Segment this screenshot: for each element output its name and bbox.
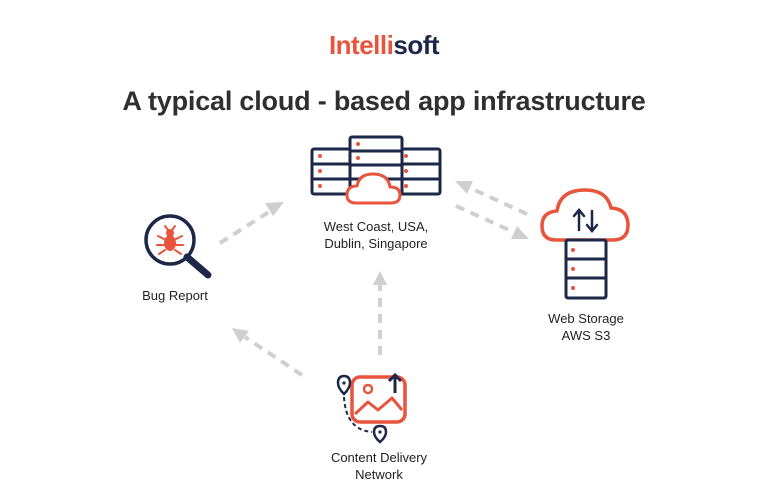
- servers-label: West Coast, USA, Dublin, Singapore: [296, 218, 456, 252]
- arrow-bug-to-servers: [218, 208, 274, 245]
- cdn-label-line1: Content Delivery: [330, 450, 428, 465]
- arrow-heads: [232, 181, 529, 343]
- arrow-servers-to-storage: [455, 204, 517, 235]
- server-led-dots: [318, 142, 408, 188]
- cdn-label-line2: Network: [355, 467, 403, 482]
- connector-arrows: [218, 185, 528, 377]
- bug-report-label: Bug Report: [142, 288, 208, 303]
- brand-logo-part2: soft: [393, 30, 440, 60]
- bug-report-icon: [144, 214, 212, 279]
- web-storage-label-line2: AWS S3: [561, 328, 611, 343]
- arrowhead-cdn-to-servers: [373, 271, 387, 285]
- brand-logo: Intellisoft: [0, 30, 768, 61]
- arrowhead-cdn-to-bug: [232, 328, 249, 343]
- brand-logo-part1: Intelli: [328, 30, 394, 60]
- arrowhead-storage-to-servers: [455, 181, 473, 194]
- server-cloud-icon: [345, 172, 402, 205]
- page-title: A typical cloud - based app infrastructu…: [122, 86, 646, 116]
- cdn-icon: [336, 372, 407, 444]
- servers-label-line1: West Coast, USA,: [323, 219, 429, 234]
- arrowhead-bug-to-servers: [265, 202, 284, 216]
- servers-label-line2: Dublin, Singapore: [324, 236, 428, 251]
- web-storage-label: Web Storage AWS S3: [524, 310, 648, 344]
- arrow-cdn-to-bug: [243, 335, 304, 377]
- arrowhead-servers-to-storage: [511, 226, 529, 239]
- arrow-storage-to-servers: [467, 185, 528, 216]
- web-storage-icon: [540, 188, 630, 300]
- cdn-label: Content Delivery Network: [306, 449, 452, 483]
- web-storage-label-line1: Web Storage: [548, 311, 624, 326]
